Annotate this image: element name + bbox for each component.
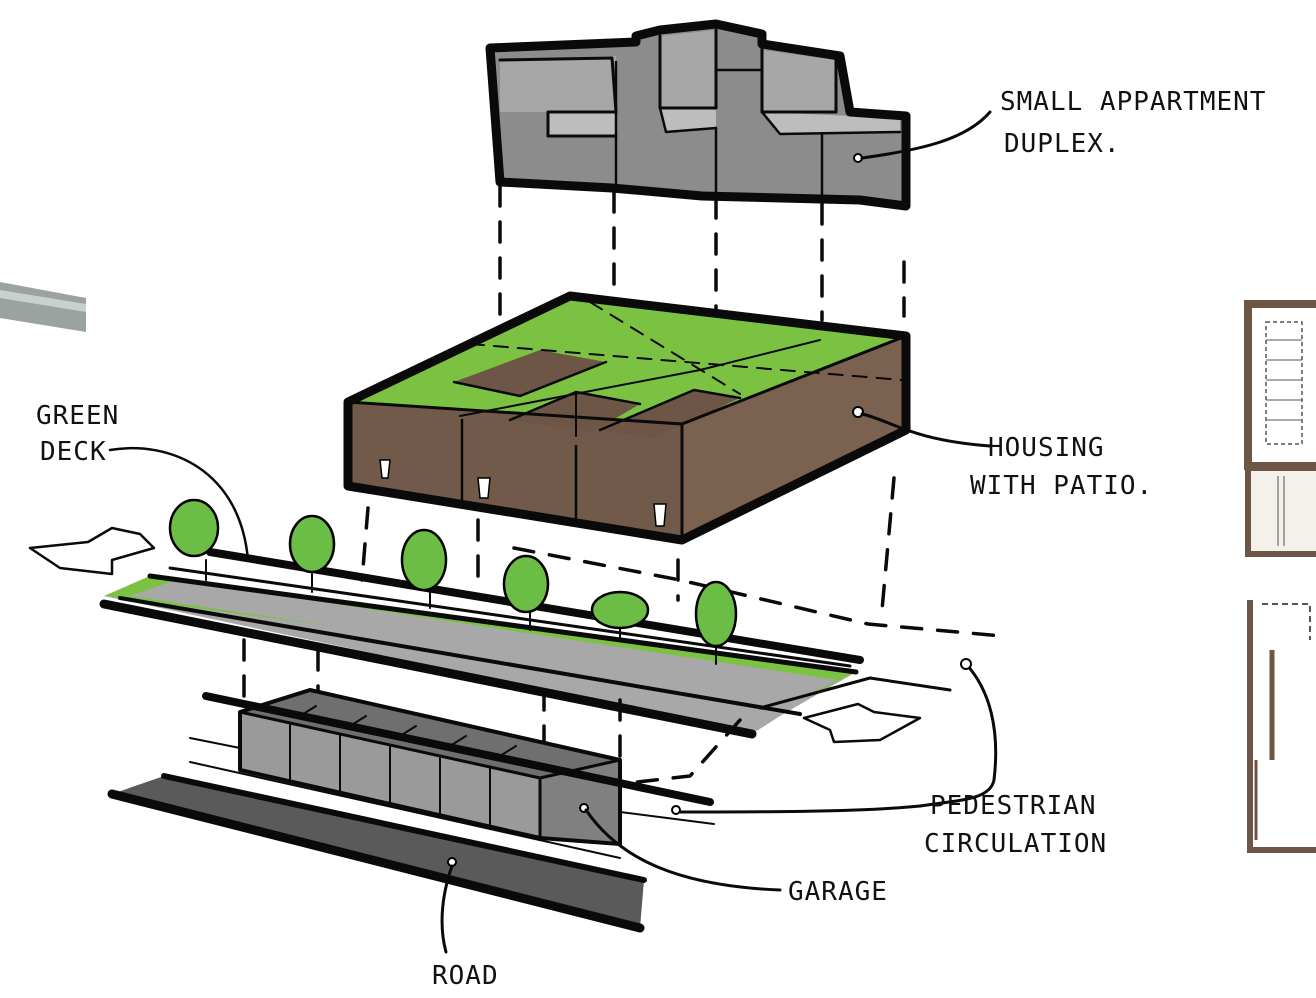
housing-block bbox=[343, 291, 911, 545]
projection-lines-middle bbox=[360, 476, 1004, 638]
labels: SMALL APPARTMENT DUPLEX. HOUSING WITH PA… bbox=[36, 87, 1266, 991]
entrance-arrows bbox=[28, 526, 922, 744]
label-road: ROAD bbox=[432, 961, 499, 991]
label-green-deck-line2: DECK bbox=[40, 437, 107, 467]
garage-block bbox=[189, 688, 715, 846]
leader-lines bbox=[108, 110, 998, 954]
label-duplex-line2: DUPLEX. bbox=[1004, 129, 1121, 159]
cropped-photo-fragment bbox=[0, 282, 86, 332]
floor-plan-fragment bbox=[1244, 300, 1316, 853]
label-pedestrian-line1: PEDESTRIAN bbox=[930, 791, 1097, 821]
projection-lines-upper bbox=[498, 184, 906, 342]
label-housing-line2: WITH PATIO. bbox=[970, 471, 1153, 501]
trees bbox=[168, 498, 738, 665]
green-deck bbox=[99, 548, 952, 739]
label-duplex-line1: SMALL APPARTMENT bbox=[1000, 87, 1266, 117]
label-green-deck-line1: GREEN bbox=[36, 401, 119, 431]
label-housing-line1: HOUSING bbox=[988, 433, 1105, 463]
label-garage: GARAGE bbox=[788, 877, 888, 907]
duplex-block bbox=[485, 19, 911, 211]
road bbox=[107, 761, 647, 933]
label-pedestrian-line2: CIRCULATION bbox=[924, 829, 1107, 859]
